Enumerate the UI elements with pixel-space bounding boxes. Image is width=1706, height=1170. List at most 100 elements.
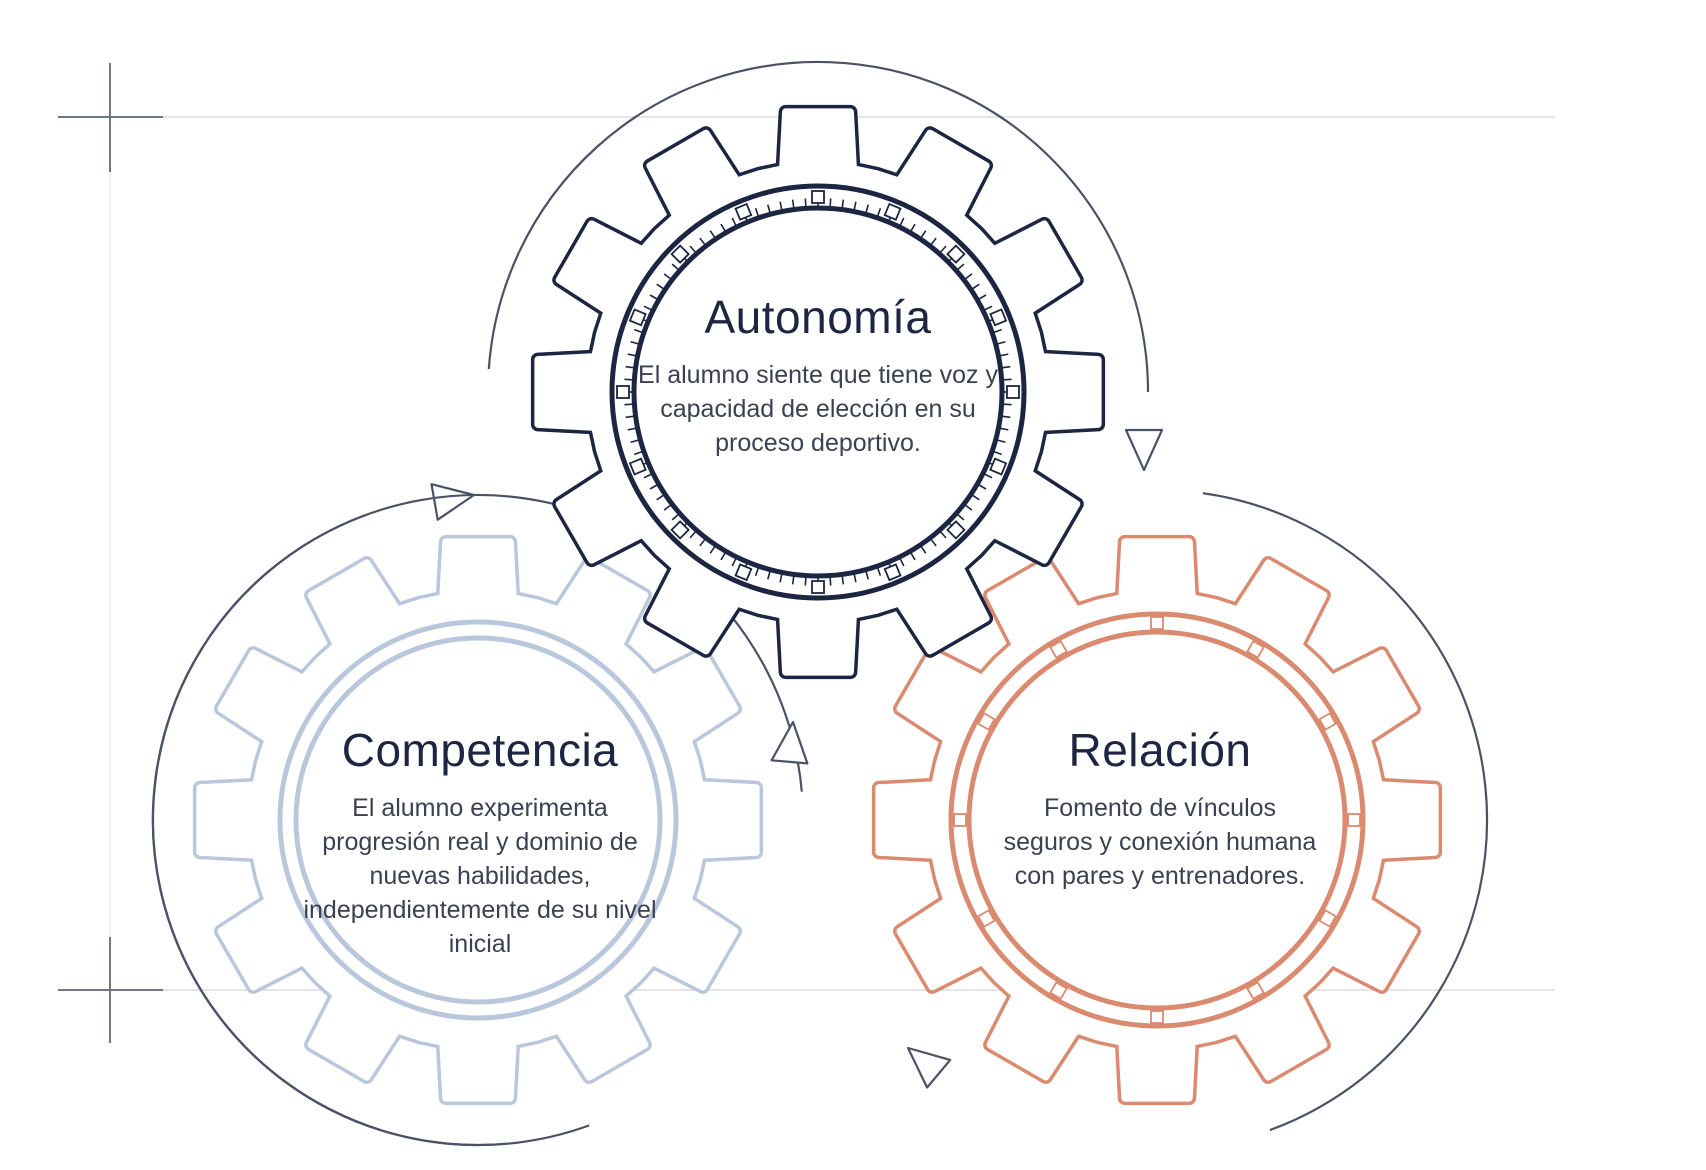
gear-autonomia-tick xyxy=(630,439,639,443)
gear-autonomia-tick xyxy=(699,539,706,547)
gear-autonomia-tick xyxy=(671,263,679,270)
gear-autonomia-tick xyxy=(920,546,927,554)
gear-autonomia-ring-marker xyxy=(670,520,690,540)
gear-autonomia-tick xyxy=(779,201,783,210)
gear-autonomia-tick xyxy=(791,576,795,585)
gear-autonomia-ring-marker xyxy=(811,190,825,204)
gear-relacion-ring-marker xyxy=(1049,639,1068,659)
gear-autonomia-tick xyxy=(767,204,771,213)
gear-autonomia-tick xyxy=(993,328,1002,333)
gear-autonomia-tick xyxy=(972,283,980,290)
gear-autonomia-tick xyxy=(984,473,993,479)
gear-relacion-ring-marker xyxy=(953,813,967,827)
gear-relacion-ring-inner xyxy=(966,629,1348,1011)
gear-autonomia-tick xyxy=(965,273,973,280)
gear-autonomia-ring-marker xyxy=(946,244,966,264)
gear-relacion-ring-marker xyxy=(1246,639,1265,659)
gear-autonomia-tick xyxy=(627,427,636,431)
autonomia-text-block: Autonomía El alumno siente que tiene voz… xyxy=(623,290,1013,460)
gear-autonomia-tick xyxy=(689,531,696,539)
gear-autonomia-tick xyxy=(754,208,759,217)
gear-autonomia-tick xyxy=(689,245,696,253)
gear-autonomia-ring-marker xyxy=(628,308,647,327)
gear-autonomia-tick xyxy=(930,539,937,547)
gear-relacion xyxy=(871,534,1443,1106)
gear-autonomia-tick xyxy=(731,217,737,226)
gear-autonomia-tick xyxy=(630,341,639,345)
gear-autonomia-tick xyxy=(978,484,987,490)
gear-autonomia-ring-marker xyxy=(883,563,902,582)
gear-autonomia-tick xyxy=(829,577,832,586)
gear-autonomia-ring-marker xyxy=(811,580,825,594)
gear-autonomia-tick xyxy=(731,558,737,567)
gear-autonomia-tick xyxy=(841,199,845,208)
gear-autonomia-tick xyxy=(940,531,947,539)
relacion-description: Fomento de vínculos seguros y conexión h… xyxy=(1003,794,1317,890)
gear-competencia xyxy=(192,534,764,1106)
gear-autonomia-tick xyxy=(957,514,965,521)
gear-autonomia-tick xyxy=(930,237,937,245)
gear-autonomia-tick xyxy=(865,571,869,580)
gear-autonomia-tick xyxy=(841,576,845,585)
gear-autonomia-ring-marker xyxy=(616,385,630,399)
gear-relacion-ring-marker xyxy=(1318,909,1338,928)
gear-autonomia-ring-marker xyxy=(628,457,647,476)
gear-autonomia-tick xyxy=(1000,427,1009,431)
autonomia-description: El alumno siente que tiene voz y capacid… xyxy=(638,361,998,457)
gear-autonomia-tick xyxy=(1000,353,1009,357)
gear-autonomia-tick xyxy=(649,294,658,300)
gear-autonomia-tick xyxy=(649,484,658,490)
gear-autonomia-tick xyxy=(910,223,916,232)
gear-relacion-ring-outer xyxy=(948,611,1366,1029)
gear-autonomia-tick xyxy=(643,473,652,479)
gear-autonomia-tick xyxy=(720,223,726,232)
gear-autonomia-tick xyxy=(972,494,980,501)
gear-autonomia-ring-outer xyxy=(609,183,1027,601)
gear-autonomia-tick xyxy=(865,204,869,213)
gear-relacion-ring-marker xyxy=(1150,616,1164,630)
gear-autonomia-ring-inner xyxy=(631,205,1005,579)
gear-autonomia-ring-marker xyxy=(734,563,753,582)
cycle-arrows xyxy=(151,60,1489,1147)
gear-autonomia-tick xyxy=(853,574,857,583)
gear-autonomia-tick xyxy=(720,552,726,561)
gear-autonomia-tick xyxy=(1003,403,1012,406)
gear-autonomia-tick xyxy=(804,198,807,207)
relacion-text-block: Relación Fomento de vínculos seguros y c… xyxy=(1000,723,1320,893)
gear-autonomia-ring-marker xyxy=(1006,385,1020,399)
gear-autonomia-tick xyxy=(625,365,634,369)
gear-relacion-outline-inner xyxy=(875,538,1439,1102)
gear-autonomia-tick xyxy=(997,439,1006,443)
gear-autonomia-tick xyxy=(1003,378,1012,381)
gear-autonomia xyxy=(530,104,1106,680)
gear-autonomia-tick xyxy=(957,263,965,270)
gear-autonomia-tick xyxy=(663,504,671,511)
gear-autonomia-tick xyxy=(754,567,759,576)
gear-autonomia-tick xyxy=(1002,365,1011,369)
gear-relacion-ring-marker xyxy=(1347,813,1361,827)
gear-relacion-ring-marker xyxy=(976,712,996,731)
gear-autonomia-tick xyxy=(920,230,927,238)
gear-autonomia-tick xyxy=(877,208,882,217)
gear-autonomia-tick xyxy=(627,353,636,357)
gear-autonomia-tick xyxy=(656,494,664,501)
gear-autonomia-tick xyxy=(709,546,716,554)
gear-autonomia-ring-marker xyxy=(989,457,1008,476)
gear-autonomia-tick xyxy=(1002,415,1011,419)
competencia-arrowhead xyxy=(430,483,476,521)
gear-autonomia-tick xyxy=(829,198,832,207)
gear-autonomia-tick xyxy=(853,201,857,210)
gear-competencia-ring-inner xyxy=(293,635,663,1005)
autonomia-title: Autonomía xyxy=(704,291,932,343)
gear-autonomia-tick xyxy=(656,283,664,290)
gear-autonomia-tick xyxy=(993,451,1002,456)
gear-autonomia-tick xyxy=(984,305,993,311)
gear-autonomia-ring-marker xyxy=(946,520,966,540)
gear-autonomia-ring-marker xyxy=(883,202,902,221)
gear-relacion-ring-marker xyxy=(976,909,996,928)
gear-autonomia-tick xyxy=(709,230,716,238)
gear-autonomia-tick xyxy=(791,199,795,208)
competencia-description: El alumno experimenta progresión real y … xyxy=(303,794,657,958)
relacion-title: Relación xyxy=(1068,724,1252,776)
gear-relacion-ring-marker xyxy=(1318,712,1338,731)
